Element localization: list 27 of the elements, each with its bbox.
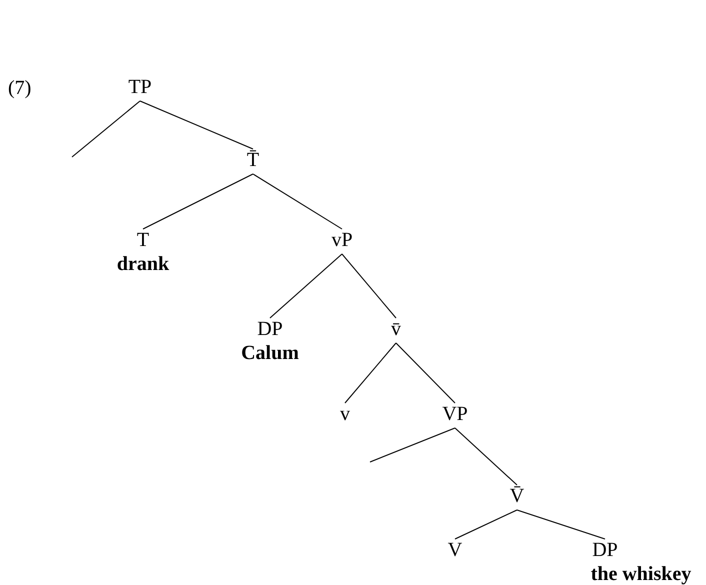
category-label: V̄ xyxy=(510,484,524,508)
tree-branch xyxy=(270,254,342,318)
category-label: TP xyxy=(128,75,152,99)
tree-branch xyxy=(140,100,254,150)
tree-branch xyxy=(252,174,342,230)
tree-branch xyxy=(342,254,396,318)
word-label: the whiskey xyxy=(590,562,692,585)
tree-branch xyxy=(454,428,518,486)
category-label: vP xyxy=(331,228,353,252)
category-label: DP xyxy=(257,317,283,341)
tree-branch xyxy=(344,342,396,404)
category-label: v xyxy=(340,402,350,426)
tree-branch xyxy=(72,100,140,158)
category-label: T xyxy=(136,228,150,252)
category-label: v̄ xyxy=(391,317,401,341)
word-label: drank xyxy=(116,252,170,276)
category-label: T̄ xyxy=(246,148,260,172)
category-label: DP xyxy=(592,538,618,562)
tree-branch xyxy=(370,428,456,462)
tree-branch xyxy=(454,510,518,540)
example-number: (7) xyxy=(8,76,32,100)
tree-branch xyxy=(396,342,456,404)
category-label: VP xyxy=(442,402,468,426)
word-label: Calum xyxy=(241,341,299,365)
category-label: V xyxy=(448,538,462,562)
tree-branch xyxy=(142,174,254,230)
tree-branch xyxy=(516,510,606,540)
